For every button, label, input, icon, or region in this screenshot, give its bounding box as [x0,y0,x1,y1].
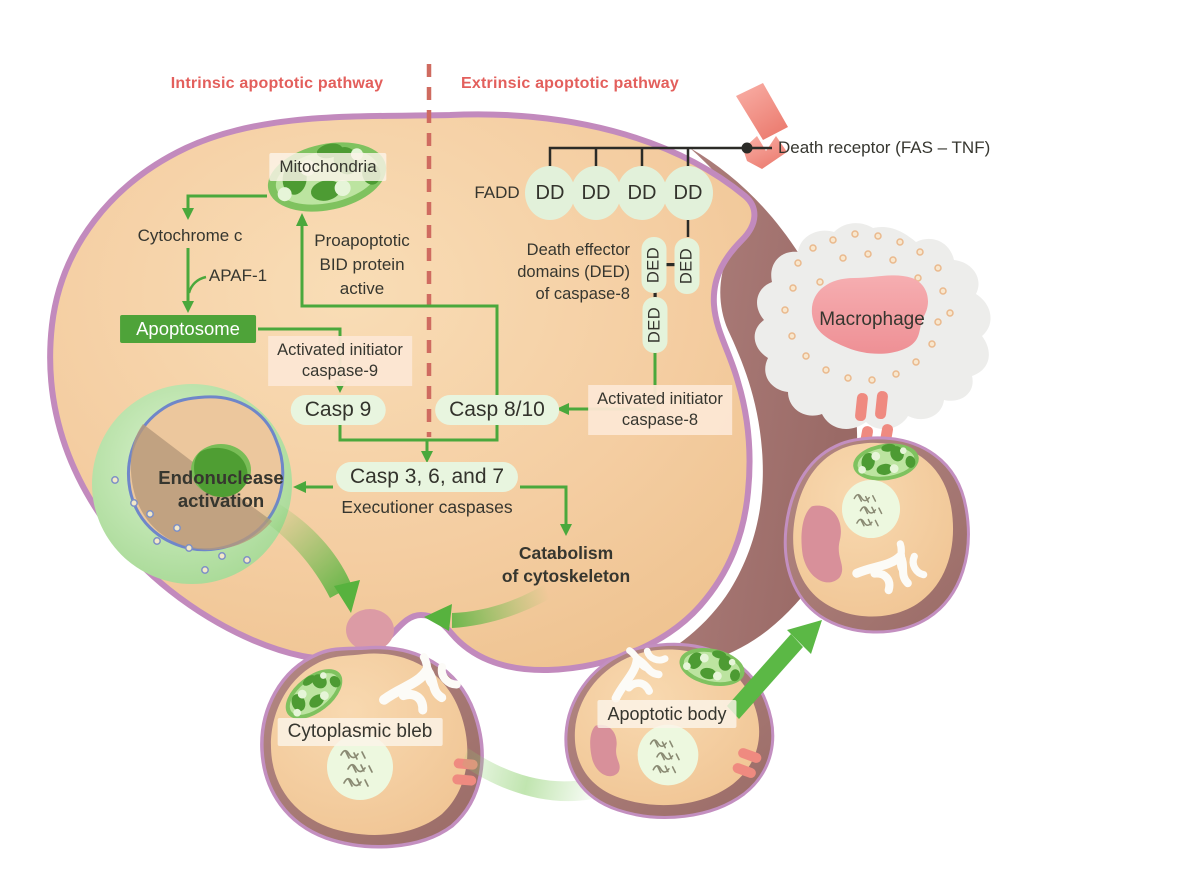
endonuclease-line2: activation [177,490,265,511]
catabolism-line2: of cytoskeleton [501,566,631,586]
cytoplasmic-bleb-label: Cytoplasmic bleb [277,718,443,746]
ded-label-line3: of caspase-8 [535,285,630,303]
swoosh-from-cytoskeleton [452,584,549,628]
bid-line1: Proapoptotic [314,231,410,250]
chromatin-dots [111,476,251,574]
catabolism-label: Catabolism of cytoskeleton [502,542,630,588]
casp810-pill: Casp 8/10 [435,395,559,425]
bid-line2: BID protein [319,255,405,274]
casp9-pill: Casp 9 [290,395,386,425]
macrophage-granules [781,230,954,384]
cytochrome-c-label: Cytochrome c [137,226,243,245]
macrophage-label: Macrophage [819,309,925,330]
receptor-connectors [548,146,772,237]
cytoplasmic-bleb-cell [260,648,484,849]
ded-domain-3: DED [642,297,668,353]
executioner-caspases-label: Executioner caspases [341,497,513,517]
catabolism-line1: Catabolism [518,543,614,563]
swoosh-from-nucleus [254,496,352,598]
death-receptor-label: Death receptor (FAS – TNF) [778,138,991,157]
death-effector-domains-label: Death effector domains (DED) of caspase-… [517,239,630,305]
caspase9-label-line1: Activated initiator [277,341,403,359]
endonuclease-activation-label: Endonuclease activation [158,466,283,512]
proapoptotic-bid-label: Proapoptotic BID protein active [314,229,409,301]
engulfment-arrow [727,620,822,719]
caspase8-label-line2: caspase-8 [621,411,699,429]
extrinsic-pathway-header: Extrinsic apoptotic pathway [461,75,679,92]
apoptotic-body-label: Apoptotic body [597,700,737,728]
ded-dash-horizontal [666,263,675,267]
casp367-pill: Casp 3, 6, and 7 [335,462,519,492]
mitochondria-label: Mitochondria [269,153,387,181]
ded-label-line1: Death effector [526,241,630,259]
dd-domain-3: DD [617,166,667,220]
bid-line3: active [339,279,385,298]
ded-label-line2: domains (DED) [517,263,630,281]
caspase8-label-line1: Activated initiator [597,390,723,408]
caspase9-label-line2: caspase-9 [301,362,379,380]
ded-domain-1: DED [641,237,667,293]
macrophage-nucleus [811,275,928,354]
apaf1-label: APAF-1 [208,266,268,285]
intrinsic-pathway-header: Intrinsic apoptotic pathway [170,75,384,92]
endonuclease-line1: Endonuclease [158,467,284,488]
apoptotic-body-cell [564,642,775,819]
receptor-dot [741,142,753,154]
ded-domain-2: DED [674,238,700,294]
swoosh-bleb-to-body [462,748,592,802]
activated-initiator-caspase8-label: Activated initiator caspase-8 [588,385,732,435]
apoptosome-box: Apoptosome [120,315,256,343]
ded-dash-vertical [653,291,657,300]
death-ligand [736,83,788,169]
activated-initiator-caspase9-label: Activated initiator caspase-9 [268,336,412,386]
fadd-label: FADD [474,183,520,202]
dd-domain-2: DD [571,166,621,220]
dd-domain-4: DD [663,166,713,220]
macrophage-cell [754,223,991,430]
dd-domain-1: DD [525,166,575,220]
nucleus [92,384,292,584]
engulfed-cell [783,436,970,634]
